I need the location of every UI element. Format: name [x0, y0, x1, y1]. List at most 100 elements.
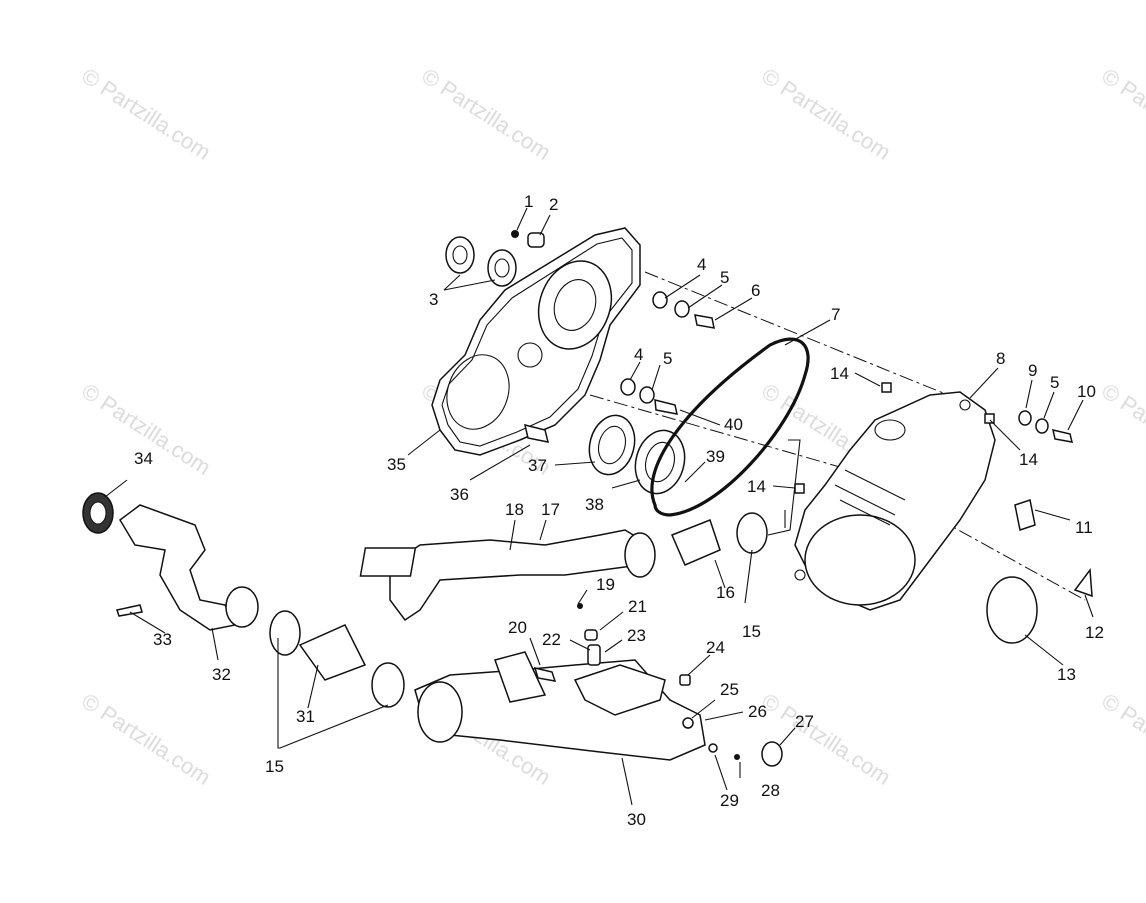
screw	[577, 603, 583, 609]
part-label: 26	[748, 702, 767, 721]
part-label: 15	[265, 757, 284, 776]
part-label: 7	[831, 305, 840, 324]
gasket	[986, 576, 1038, 644]
part-label: 20	[508, 618, 527, 637]
part-label: 17	[541, 500, 560, 519]
part-label: 15	[742, 622, 761, 641]
bolt	[1052, 428, 1074, 443]
washer	[682, 717, 694, 729]
part-label: 14	[830, 364, 849, 383]
part-label: 5	[663, 349, 672, 368]
bolt	[533, 666, 557, 682]
watermark: © Partzilla.com	[1097, 688, 1146, 790]
bolt	[116, 604, 143, 617]
part-label: 16	[716, 583, 735, 602]
part-label: 14	[747, 477, 766, 496]
leader-lines	[104, 207, 1094, 806]
watermark: © Partzilla.com	[1097, 63, 1146, 165]
rivet	[734, 754, 740, 760]
part-labels: 1 2 3 4 5 6 7 4 5 40 35 36 37 38 39 8 9 …	[134, 192, 1104, 829]
part-label: 40	[724, 415, 743, 434]
seal	[588, 414, 636, 476]
part-label: 29	[720, 791, 739, 810]
part-label: 5	[720, 268, 729, 287]
part-label: 9	[1028, 361, 1037, 380]
washer	[708, 743, 718, 753]
watermark: © Partzilla.com	[1097, 378, 1146, 480]
watermark: © Partzilla.com	[417, 63, 555, 165]
part-label: 22	[542, 630, 561, 649]
axis-line	[589, 394, 886, 481]
decal	[1073, 567, 1093, 598]
watermark: © Partzilla.com	[77, 688, 215, 790]
rubber-boot	[298, 624, 367, 681]
bolt	[523, 423, 550, 443]
part-label: 14	[1019, 450, 1038, 469]
pin	[511, 230, 519, 238]
hose-clamp	[736, 512, 768, 554]
drive-chain	[650, 337, 810, 517]
part-label: 4	[697, 255, 706, 274]
part-label: 10	[1077, 382, 1096, 401]
part-label: 39	[706, 447, 725, 466]
cap	[584, 629, 598, 641]
bolt	[654, 399, 678, 415]
lower-duct	[414, 651, 706, 761]
valve	[587, 644, 601, 666]
spacer	[881, 382, 892, 393]
part-label: 33	[153, 630, 172, 649]
part-label: 2	[549, 195, 558, 214]
washer	[620, 378, 636, 396]
part-label: 27	[795, 712, 814, 731]
hose-clamp	[371, 662, 405, 708]
decal	[1014, 499, 1036, 531]
part-label: 1	[524, 192, 533, 211]
part-label: 24	[706, 638, 725, 657]
part-label: 19	[596, 575, 615, 594]
o-ring	[761, 741, 783, 767]
watermark: © Partzilla.com	[757, 63, 895, 165]
part-label: 25	[720, 680, 739, 699]
part-label: 13	[1057, 665, 1076, 684]
part-label: 32	[212, 665, 231, 684]
part-label: 5	[1050, 373, 1059, 392]
washer	[1035, 418, 1049, 434]
part-label: 38	[585, 495, 604, 514]
bushing	[527, 232, 545, 248]
outer-housing	[794, 391, 996, 611]
bolt	[694, 314, 715, 329]
part-label: 23	[627, 626, 646, 645]
watermark: © Partzilla.com	[77, 63, 215, 165]
spacer	[794, 483, 805, 494]
bearing	[634, 429, 686, 495]
part-label: 8	[996, 349, 1005, 368]
duct-end	[225, 586, 259, 628]
bushing	[679, 674, 691, 686]
part-label: 11	[1075, 518, 1093, 537]
part-label: 21	[628, 597, 647, 616]
washer	[639, 386, 655, 404]
part-label: 4	[634, 345, 643, 364]
washer	[1018, 410, 1032, 426]
part-label: 3	[429, 290, 438, 309]
hose-clamp	[269, 610, 301, 656]
seal-ring	[487, 249, 517, 287]
seal-ring	[445, 236, 475, 274]
spacer	[984, 413, 995, 424]
part-label: 12	[1085, 623, 1104, 642]
part-label: 18	[505, 500, 524, 519]
part-label: 6	[751, 281, 760, 300]
part-label: 34	[134, 449, 153, 468]
rubber-boot	[671, 519, 721, 566]
hose-clamp	[624, 532, 656, 578]
axis-line	[644, 271, 986, 411]
washer	[652, 291, 668, 309]
inner-cover-plate	[431, 227, 641, 456]
part-label: 31	[296, 707, 315, 726]
watermark: © Partzilla.com	[757, 688, 895, 790]
part-label: 36	[450, 485, 469, 504]
part-label: 30	[627, 810, 646, 829]
washer	[674, 300, 690, 318]
